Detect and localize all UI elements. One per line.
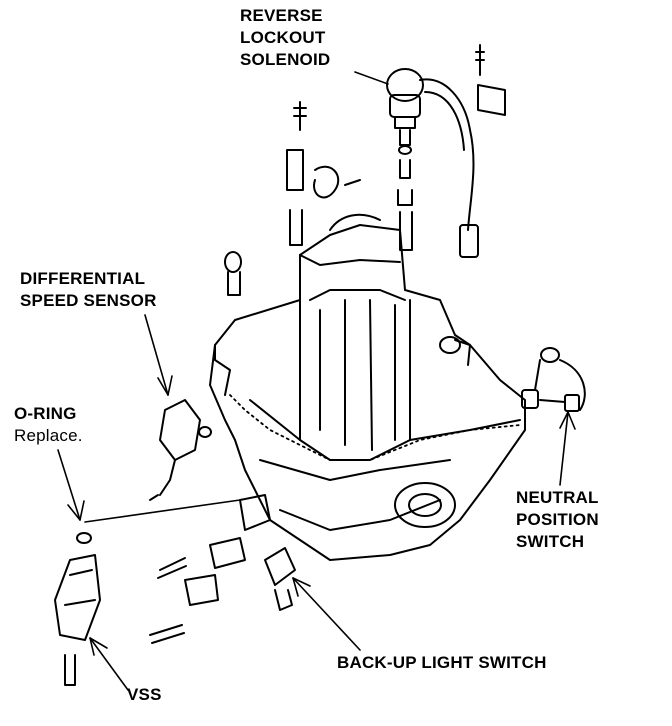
label-line: DIFFERENTIAL bbox=[20, 269, 146, 288]
vss-assembly bbox=[54, 532, 101, 686]
label-line: O-RING bbox=[14, 404, 77, 423]
vss-label: VSS bbox=[127, 685, 162, 704]
transmission-case bbox=[209, 213, 526, 561]
case-seam bbox=[229, 394, 521, 461]
label-line: NEUTRAL bbox=[516, 488, 599, 507]
lower-hardware bbox=[149, 494, 296, 644]
label-line: LOCKOUT bbox=[240, 28, 326, 47]
reverse-lockout-solenoid bbox=[386, 44, 506, 258]
neutral-position-switch bbox=[521, 347, 586, 412]
label-line: POSITION bbox=[516, 510, 599, 529]
label-line: SWITCH bbox=[516, 532, 585, 551]
differential-speed-sensor-parts bbox=[149, 399, 212, 501]
leader-lines bbox=[57, 71, 576, 691]
label-note: Replace. bbox=[14, 426, 83, 445]
reverse-lockout-solenoid-label: REVERSE LOCKOUT SOLENOID bbox=[240, 5, 330, 71]
differential-speed-sensor-label: DIFFERENTIAL SPEED SENSOR bbox=[20, 268, 157, 312]
label-line: SPEED SENSOR bbox=[20, 291, 157, 310]
o-ring-label: O-RING Replace. bbox=[14, 403, 83, 447]
label-line: REVERSE bbox=[240, 6, 323, 25]
neutral-position-switch-label: NEUTRAL POSITION SWITCH bbox=[516, 487, 599, 553]
upper-bolts bbox=[224, 101, 361, 296]
backup-light-switch-label: BACK-UP LIGHT SWITCH bbox=[337, 653, 547, 672]
label-line: SOLENOID bbox=[240, 50, 331, 69]
